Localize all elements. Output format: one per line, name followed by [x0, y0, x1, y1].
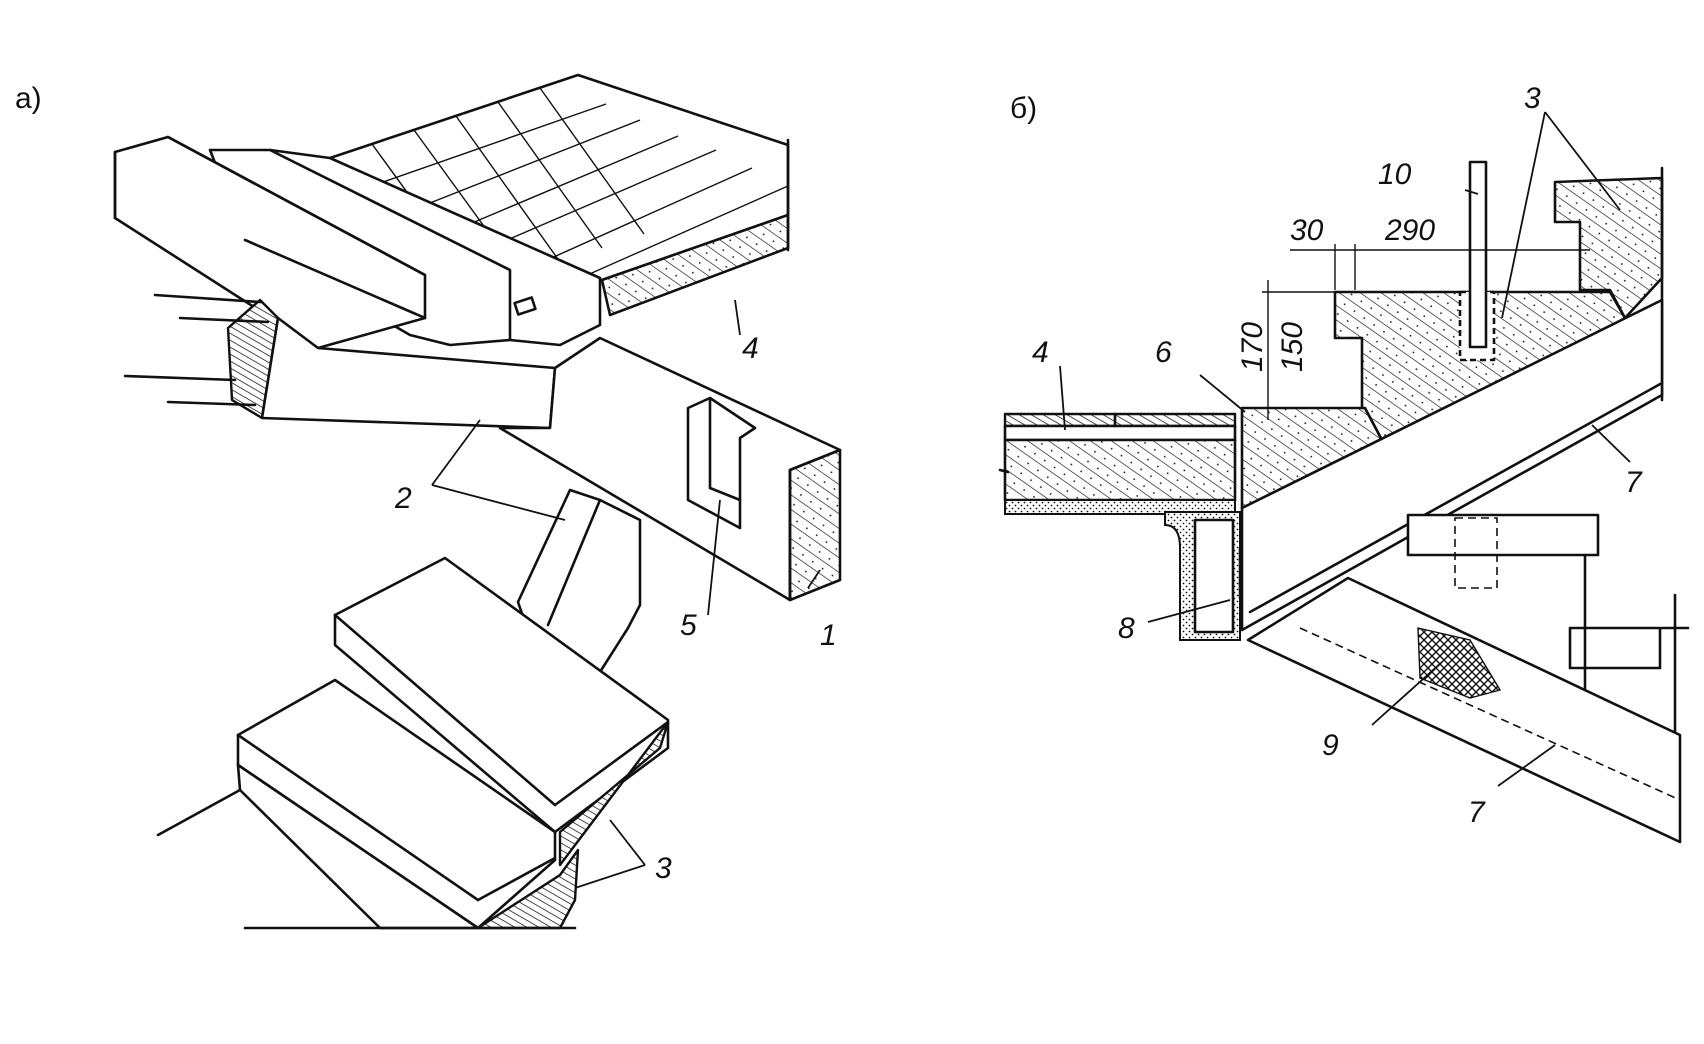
mesh-9	[1417, 627, 1502, 699]
dim-150: 150	[1276, 322, 1309, 372]
label-a-2: 2	[394, 482, 412, 515]
dimension-lines	[1262, 244, 1590, 420]
stringer-7-lower	[1246, 576, 1682, 844]
dim-170: 170	[1236, 322, 1269, 372]
label-a-1: 1	[820, 619, 837, 652]
leaders-a	[431, 299, 821, 889]
label-b-4: 4	[1032, 336, 1049, 369]
label-b-7-upper: 7	[1625, 466, 1643, 499]
label-b-6: 6	[1155, 336, 1172, 369]
label-a-5: 5	[680, 609, 697, 642]
label-a-3: 3	[655, 852, 672, 885]
step-blocks	[113, 135, 602, 350]
landing-slab-section	[998, 412, 1237, 515]
stair-flight	[156, 488, 670, 930]
label-b-7-lower: 7	[1468, 796, 1486, 829]
section-b-label: б)	[1010, 92, 1037, 125]
stringer-7-upper	[1240, 298, 1664, 632]
label-b-8: 8	[1118, 612, 1135, 645]
side-supports	[1406, 513, 1690, 792]
floor-finish	[1003, 412, 1237, 428]
part-a: а) 2 5 1 4 3	[15, 73, 842, 930]
bracket-with-bars	[123, 293, 280, 420]
part-b: б) 3 10 30 290 170 150 4 6 7 8 9 7	[998, 82, 1690, 844]
label-b-3: 3	[1524, 82, 1541, 115]
step-block-3	[1333, 160, 1664, 457]
section-a-label: а)	[15, 82, 42, 115]
leaders-b	[1059, 111, 1631, 787]
label-b-10: 10	[1378, 158, 1412, 191]
hollow-slab	[1003, 438, 1237, 502]
landing-beam-1	[498, 336, 842, 602]
dim-30: 30	[1290, 214, 1324, 247]
dim-290: 290	[1384, 214, 1435, 247]
label-a-4: 4	[742, 332, 759, 365]
label-b-9: 9	[1322, 729, 1339, 762]
